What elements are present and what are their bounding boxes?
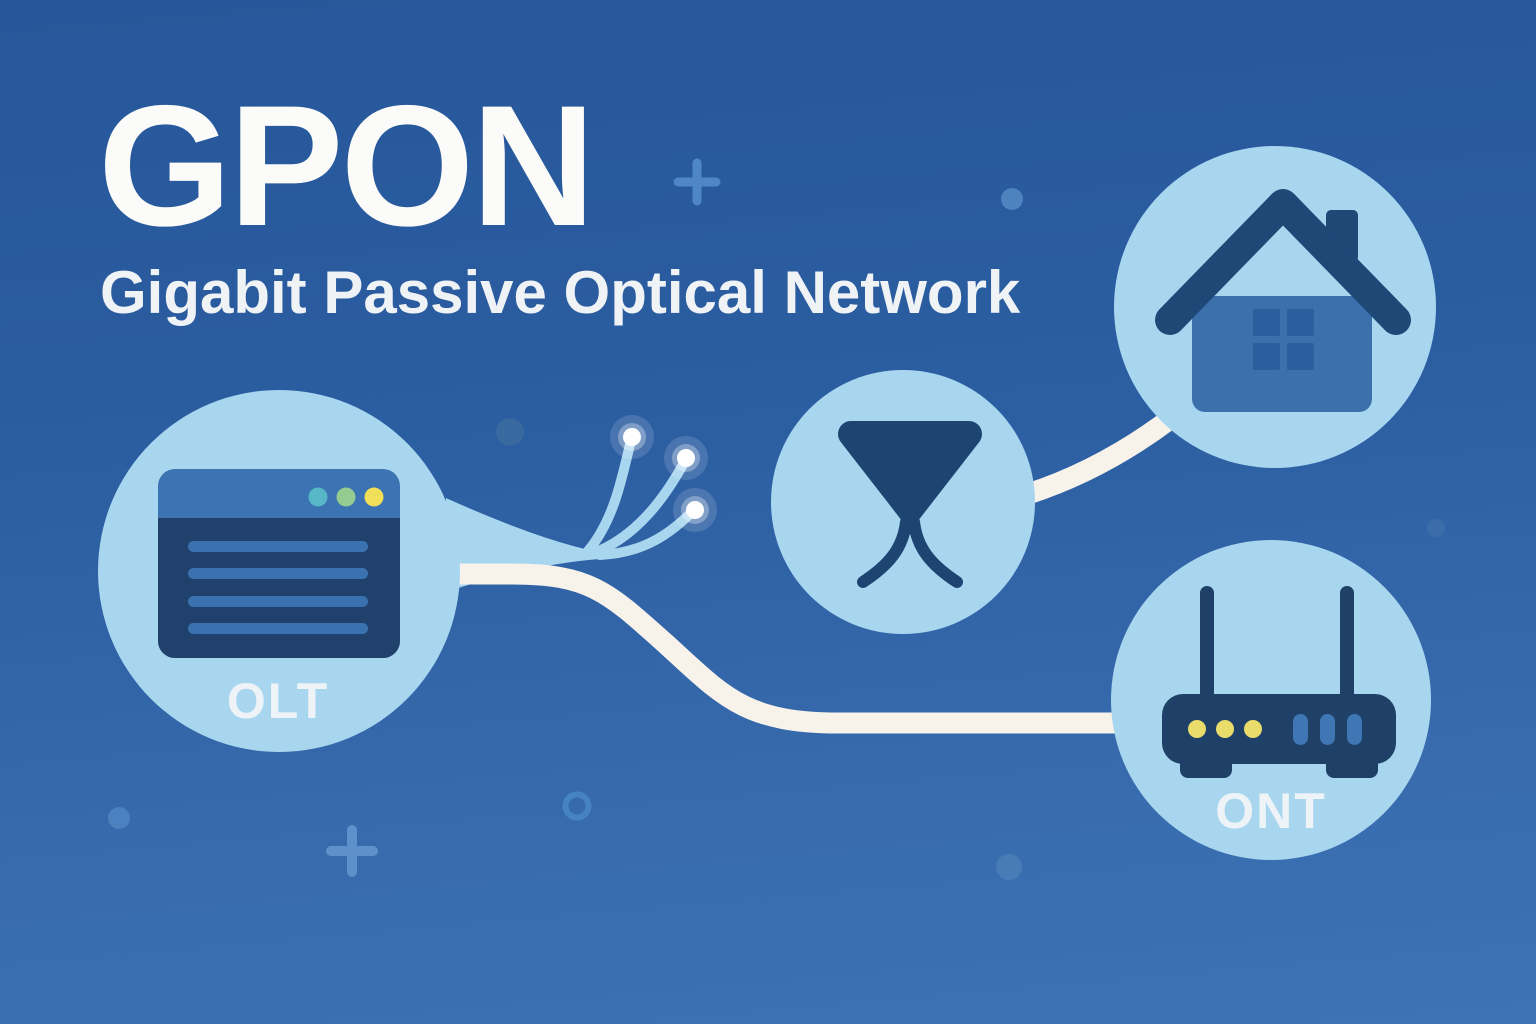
ont-label: ONT xyxy=(1215,783,1327,839)
status-led-yellow xyxy=(364,487,384,507)
house-node xyxy=(1114,146,1436,468)
house-body xyxy=(1192,296,1372,412)
glowing-fiber-tip xyxy=(673,488,717,532)
router-icon xyxy=(1162,586,1396,778)
router-port xyxy=(1320,714,1335,745)
page-title: GPON xyxy=(98,70,596,262)
router-led xyxy=(1244,720,1262,738)
ring-decoration xyxy=(562,791,592,821)
cable-splitter-to-house xyxy=(1017,408,1181,505)
router-port xyxy=(1347,714,1362,745)
status-led-green xyxy=(336,487,356,507)
glowing-fiber-tip xyxy=(664,436,708,480)
background-decorations xyxy=(108,158,1445,880)
router-port xyxy=(1293,714,1308,745)
splitter-node xyxy=(771,370,1035,634)
server-icon xyxy=(158,469,400,658)
router-led xyxy=(1216,720,1234,738)
olt-label: OLT xyxy=(226,673,330,729)
dot-decoration xyxy=(1427,519,1445,537)
antenna-right xyxy=(1340,586,1354,702)
dot-decoration xyxy=(996,854,1022,880)
router-body xyxy=(1162,694,1396,764)
roof xyxy=(1155,189,1411,335)
glowing-fiber-tip xyxy=(610,415,654,459)
dot-decoration xyxy=(1001,188,1023,210)
status-led-teal xyxy=(308,487,328,507)
page-subtitle: Gigabit Passive Optical Network xyxy=(100,259,1021,326)
window xyxy=(1253,309,1314,370)
plus-icon xyxy=(326,825,378,877)
antenna-left xyxy=(1200,586,1214,702)
house-icon xyxy=(1155,189,1411,412)
olt-node xyxy=(98,390,460,752)
plus-icon xyxy=(673,158,721,206)
optical-splitter-icon xyxy=(838,421,982,588)
router-led xyxy=(1188,720,1206,738)
cable-olt-to-ont xyxy=(435,563,1133,734)
dot-decoration xyxy=(108,807,130,829)
ont-node xyxy=(1111,540,1431,860)
dot-decoration xyxy=(496,418,524,446)
